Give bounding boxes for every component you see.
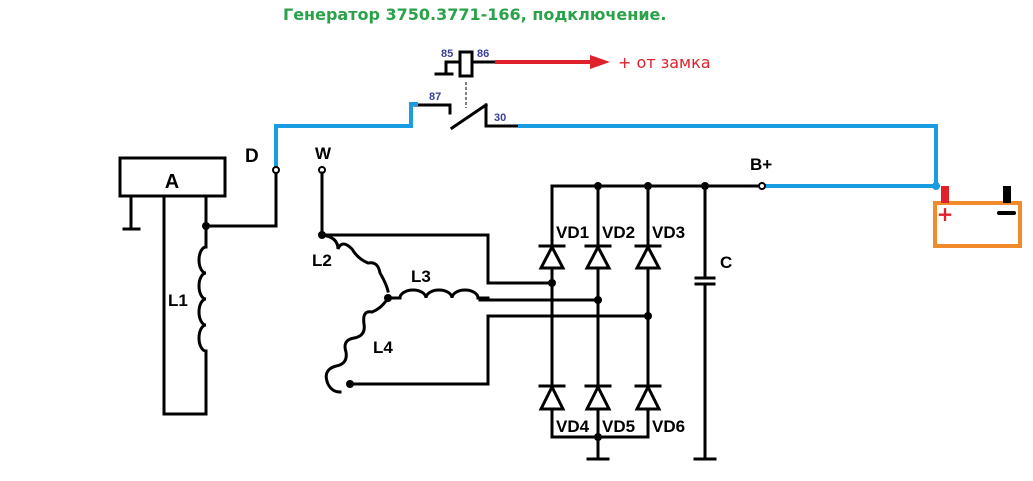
pin-label-86: 86 xyxy=(477,48,489,60)
d-terminal-wire xyxy=(274,102,418,168)
terminal-b-plus xyxy=(758,182,766,190)
terminal-label-b-plus: B+ xyxy=(750,155,772,174)
regulator-label: A xyxy=(165,171,179,193)
stator-coil-l2 xyxy=(320,233,390,293)
battery-plus-terminal xyxy=(941,186,949,203)
battery-minus-terminal xyxy=(1003,186,1011,203)
diagram-title: Генератор 3750.3771-166, подключение. xyxy=(283,5,666,24)
stator-coil-l3 xyxy=(386,288,490,300)
diode-label-vd6: VD6 xyxy=(652,417,685,436)
junction-dot xyxy=(932,182,940,190)
coil-label-l4: L4 xyxy=(373,338,393,357)
relay-coil xyxy=(434,50,497,78)
diode-vd1 xyxy=(538,243,566,270)
diode-label-vd3: VD3 xyxy=(652,223,685,242)
junction-dot xyxy=(594,182,602,190)
terminal-label-w: W xyxy=(315,144,332,163)
d-internal-wire xyxy=(204,170,278,228)
coil-label-l3: L3 xyxy=(411,267,431,286)
coil-label-l1: L1 xyxy=(168,291,188,310)
battery-plus-sign: + xyxy=(937,202,954,226)
diode-label-vd5: VD5 xyxy=(602,417,635,436)
pin-label-30: 30 xyxy=(494,112,506,124)
diode-vd5 xyxy=(584,383,612,411)
field-coil-l1 xyxy=(197,245,208,353)
capacitor-label: C xyxy=(720,253,732,272)
phase-wire-3 xyxy=(348,314,650,386)
terminal-d xyxy=(272,166,280,174)
relay-contact xyxy=(413,102,520,131)
diode-label-vd2: VD2 xyxy=(602,223,635,242)
pin-label-87: 87 xyxy=(429,91,441,103)
pin-label-85: 85 xyxy=(441,48,453,60)
arrow-icon xyxy=(590,55,610,69)
field-coil-loop xyxy=(162,194,208,416)
capacitor xyxy=(693,184,717,461)
diode-label-vd4: VD4 xyxy=(556,417,590,436)
diode-vd4 xyxy=(538,383,566,411)
coil-label-l2: L2 xyxy=(312,251,332,270)
diode-vd3 xyxy=(634,243,662,270)
ignition-label: + от замка xyxy=(618,53,711,72)
battery-feed-wire xyxy=(518,124,938,186)
battery: + xyxy=(933,186,1022,248)
positive-rail xyxy=(550,184,764,439)
stator-coil-l4 xyxy=(324,295,391,394)
diode-vd6 xyxy=(634,383,662,411)
junction-dot xyxy=(644,182,652,190)
diode-vd2 xyxy=(584,243,612,270)
terminal-label-d: D xyxy=(245,146,259,167)
diode-label-vd1: VD1 xyxy=(556,223,589,242)
voltage-regulator xyxy=(118,156,227,198)
phase-wire-1 xyxy=(320,233,554,285)
